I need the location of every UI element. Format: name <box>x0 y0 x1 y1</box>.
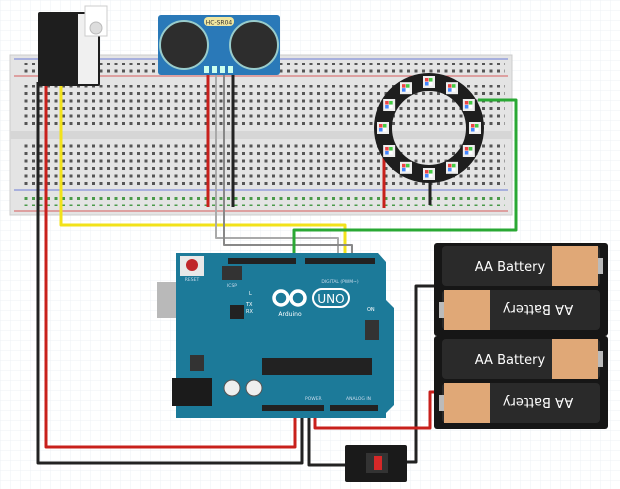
power-header <box>262 405 324 411</box>
led-pixel <box>423 168 435 180</box>
digital-header-1 <box>228 258 296 264</box>
tx-label: TX <box>245 302 253 308</box>
icsp-label: ICSP <box>227 283 237 289</box>
ultrasonic-sensor: HC-SR04 <box>158 15 280 75</box>
led-pixel <box>383 99 396 111</box>
led-pixel <box>400 161 412 174</box>
servo-horn-icon <box>89 21 103 35</box>
aa-battery: AA Battery <box>439 383 600 423</box>
sensor-label: HC-SR04 <box>206 20 233 27</box>
led-pixel <box>462 145 475 157</box>
reset-button[interactable] <box>186 259 198 271</box>
battery-label: AA Battery <box>475 353 546 368</box>
reset-label: RESET <box>185 277 200 283</box>
led-pixel <box>446 82 458 95</box>
digital-label: DIGITAL (PWM~) <box>321 279 359 285</box>
battery-label: AA Battery <box>503 301 574 316</box>
switch-rocker[interactable] <box>374 456 382 470</box>
on-label: ON <box>367 307 375 313</box>
led-pixel <box>383 145 396 157</box>
switch-wire <box>307 408 350 467</box>
wires <box>36 70 518 467</box>
analog-header <box>330 405 378 411</box>
servo-ground-wire <box>36 82 304 465</box>
analog-label: ANALOG IN <box>346 396 371 402</box>
aa-battery: AA Battery <box>442 246 603 286</box>
power-label: POWER <box>305 396 322 402</box>
aa-battery: AA Battery <box>439 290 600 330</box>
battery-label: AA Battery <box>475 260 546 275</box>
ring-data-wire <box>292 98 518 266</box>
rx-label: RX <box>246 309 253 315</box>
uno-logo-text: UNO <box>317 292 344 306</box>
led-pixel <box>446 161 458 174</box>
led-pixel <box>469 122 481 134</box>
battery-label: AA Battery <box>503 394 574 409</box>
servo-power-wire <box>44 82 297 449</box>
led-pixel <box>400 82 412 95</box>
led-pixel <box>423 76 435 88</box>
led-ring <box>374 73 484 183</box>
l-led-label: L <box>249 291 252 297</box>
arduino-brand: Arduino <box>278 311 302 318</box>
power-switch[interactable] <box>345 445 407 482</box>
battery-positive-wire <box>313 390 440 430</box>
battery-pack: AA Battery AA Battery AA Battery AA Battery <box>434 243 608 429</box>
digital-header-2 <box>305 258 375 264</box>
arduino-logo <box>272 289 307 307</box>
microcontroller-chip <box>262 358 372 375</box>
sensor-trig-wire <box>215 70 339 266</box>
dc-jack <box>172 378 212 406</box>
aa-battery: AA Battery <box>442 339 603 379</box>
led-pixel <box>377 122 389 134</box>
led-pixel <box>462 99 475 111</box>
servo-motor <box>38 5 108 86</box>
arduino-uno: RESET ICSP DIGITAL (PWM~) UNO Arduino L … <box>157 253 394 418</box>
